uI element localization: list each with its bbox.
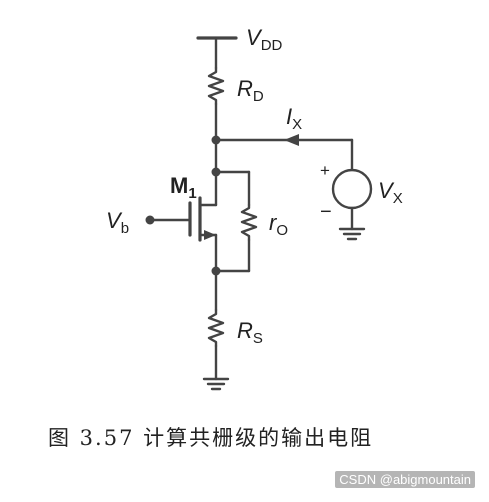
vx-label: VX bbox=[378, 178, 403, 207]
m1-label: M1 bbox=[170, 173, 197, 202]
vx-minus: − bbox=[320, 201, 332, 223]
watermark: CSDN @abigmountain bbox=[335, 471, 475, 488]
ix-arrow-icon bbox=[284, 134, 299, 146]
gate-terminal bbox=[145, 215, 155, 225]
resistor-ro bbox=[240, 203, 258, 242]
vx-plus: + bbox=[320, 161, 330, 180]
resistor-rs bbox=[207, 308, 225, 348]
vb-label: Vb bbox=[106, 208, 129, 237]
source-arrow-icon bbox=[204, 230, 216, 240]
ground-vx-icon bbox=[338, 227, 366, 241]
rs-label: RS bbox=[237, 318, 263, 347]
ro-label: rO bbox=[269, 210, 288, 239]
voltage-source-vx bbox=[331, 168, 373, 210]
ground-rs-icon bbox=[202, 377, 230, 391]
resistor-rd bbox=[207, 66, 225, 106]
transistor-m1 bbox=[188, 170, 218, 273]
ix-label: IX bbox=[286, 104, 302, 133]
rd-label: RD bbox=[237, 76, 264, 105]
vdd-label: VDD bbox=[246, 25, 283, 54]
figure-caption: 图 3.57 计算共栅级的输出电阻 bbox=[48, 426, 374, 450]
